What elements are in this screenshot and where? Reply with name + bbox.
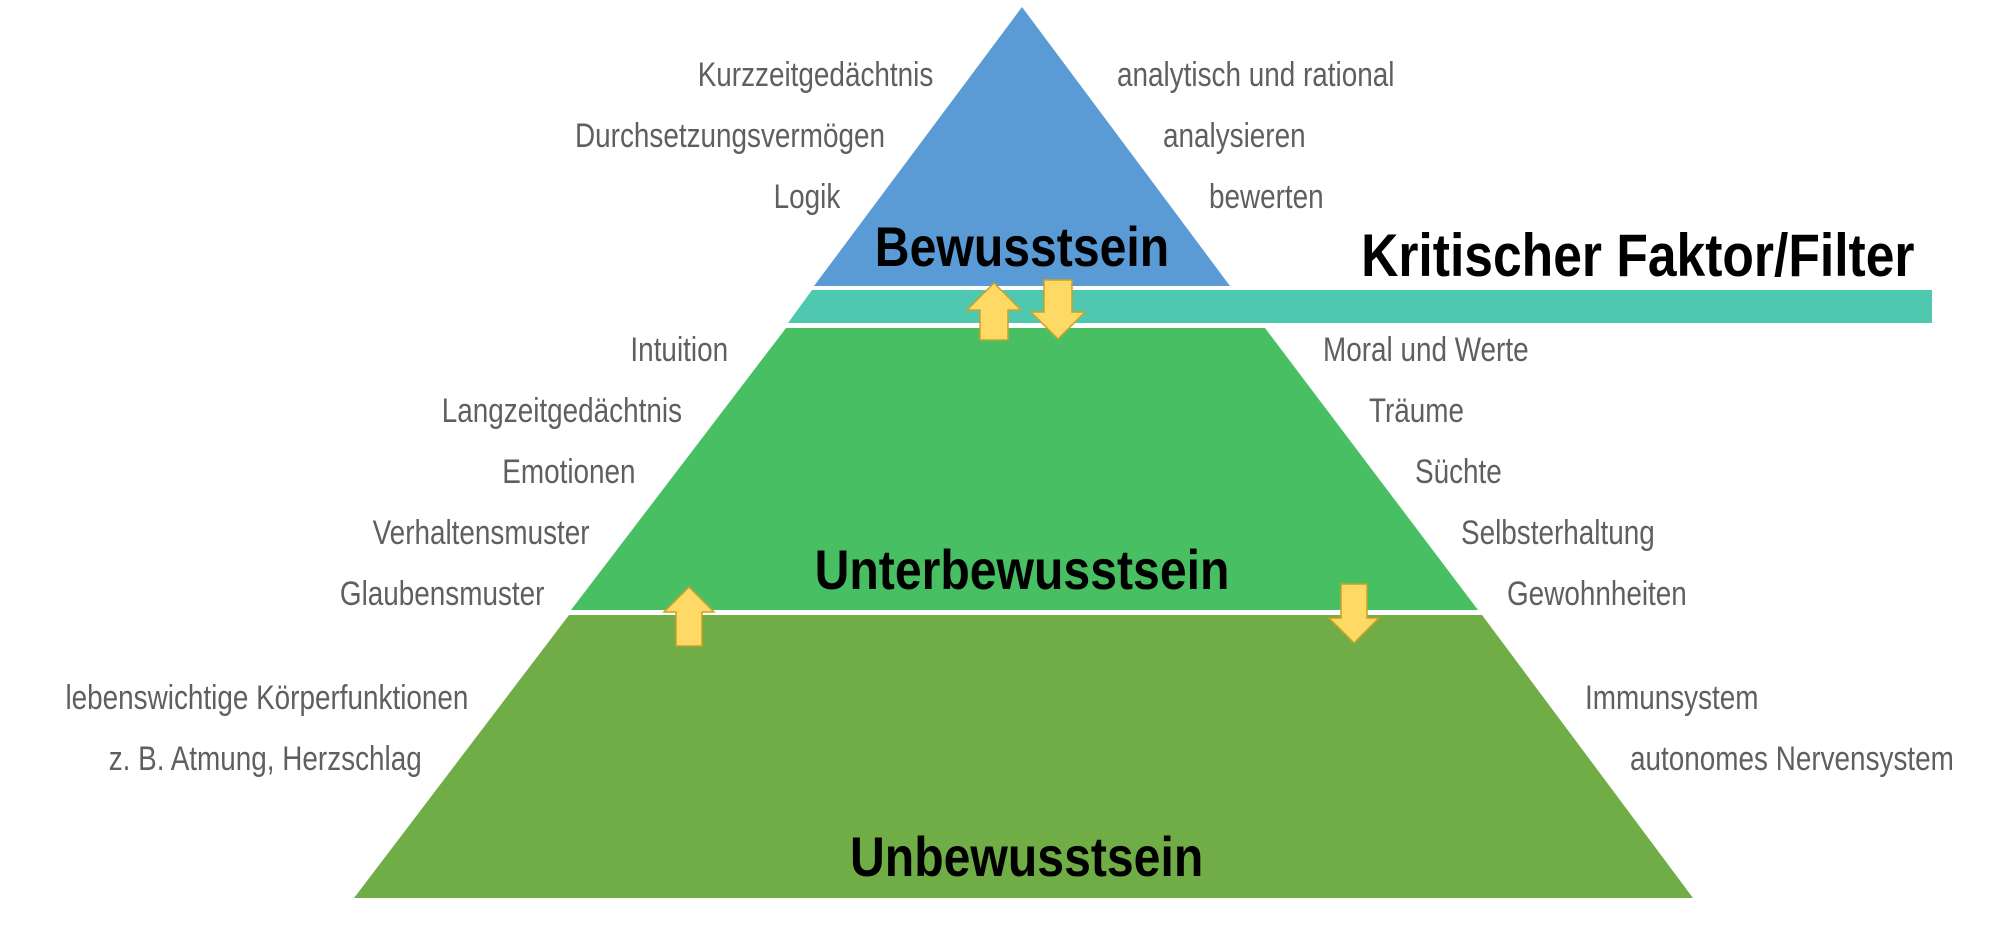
conscious-title: Bewusstsein bbox=[874, 215, 1170, 278]
subconscious-right-label: Selbsterhaltung bbox=[1461, 514, 1655, 552]
unconscious-right-label: autonomes Nervensystem bbox=[1630, 740, 1954, 778]
conscious-left-label: Logik bbox=[773, 178, 840, 216]
arrow-up-lower bbox=[662, 585, 716, 647]
arrow-down-lower bbox=[1327, 583, 1381, 645]
unconscious-title: Unbewusstsein bbox=[850, 825, 1204, 888]
unconscious-left-label: lebenswichtige Körperfunktionen bbox=[65, 679, 468, 717]
subconscious-left-label: Verhaltensmuster bbox=[373, 514, 590, 552]
subconscious-left-label: Langzeitgedächtnis bbox=[441, 392, 682, 430]
unconscious-left-label: z. B. Atmung, Herzschlag bbox=[108, 740, 422, 778]
filter-title: Kritischer Faktor/Filter bbox=[1361, 222, 1915, 289]
subconscious-layer bbox=[571, 328, 1478, 610]
arrow-up-filter bbox=[965, 281, 1023, 341]
unconscious-layer bbox=[354, 615, 1693, 898]
conscious-layer bbox=[814, 7, 1230, 286]
conscious-right-label: bewerten bbox=[1209, 178, 1324, 216]
subconscious-right-label: Gewohnheiten bbox=[1507, 575, 1687, 613]
conscious-left-label: Durchsetzungsvermögen bbox=[575, 117, 885, 155]
conscious-left-label: Kurzzeitgedächtnis bbox=[697, 56, 933, 94]
subconscious-left-label: Emotionen bbox=[502, 453, 636, 491]
conscious-right-label: analytisch und rational bbox=[1117, 56, 1395, 94]
filter-band bbox=[788, 290, 1932, 323]
arrow-down-filter bbox=[1029, 279, 1087, 341]
subconscious-right-label: Süchte bbox=[1415, 453, 1502, 491]
subconscious-left-label: Intuition bbox=[630, 331, 728, 369]
subconscious-left-label: Glaubensmuster bbox=[339, 575, 544, 613]
unconscious-right-label: Immunsystem bbox=[1585, 679, 1759, 717]
subconscious-right-label: Moral und Werte bbox=[1323, 331, 1529, 369]
conscious-right-label: analysieren bbox=[1163, 117, 1306, 155]
subconscious-title: Unterbewusstsein bbox=[814, 538, 1230, 601]
subconscious-right-label: Träume bbox=[1369, 392, 1465, 430]
